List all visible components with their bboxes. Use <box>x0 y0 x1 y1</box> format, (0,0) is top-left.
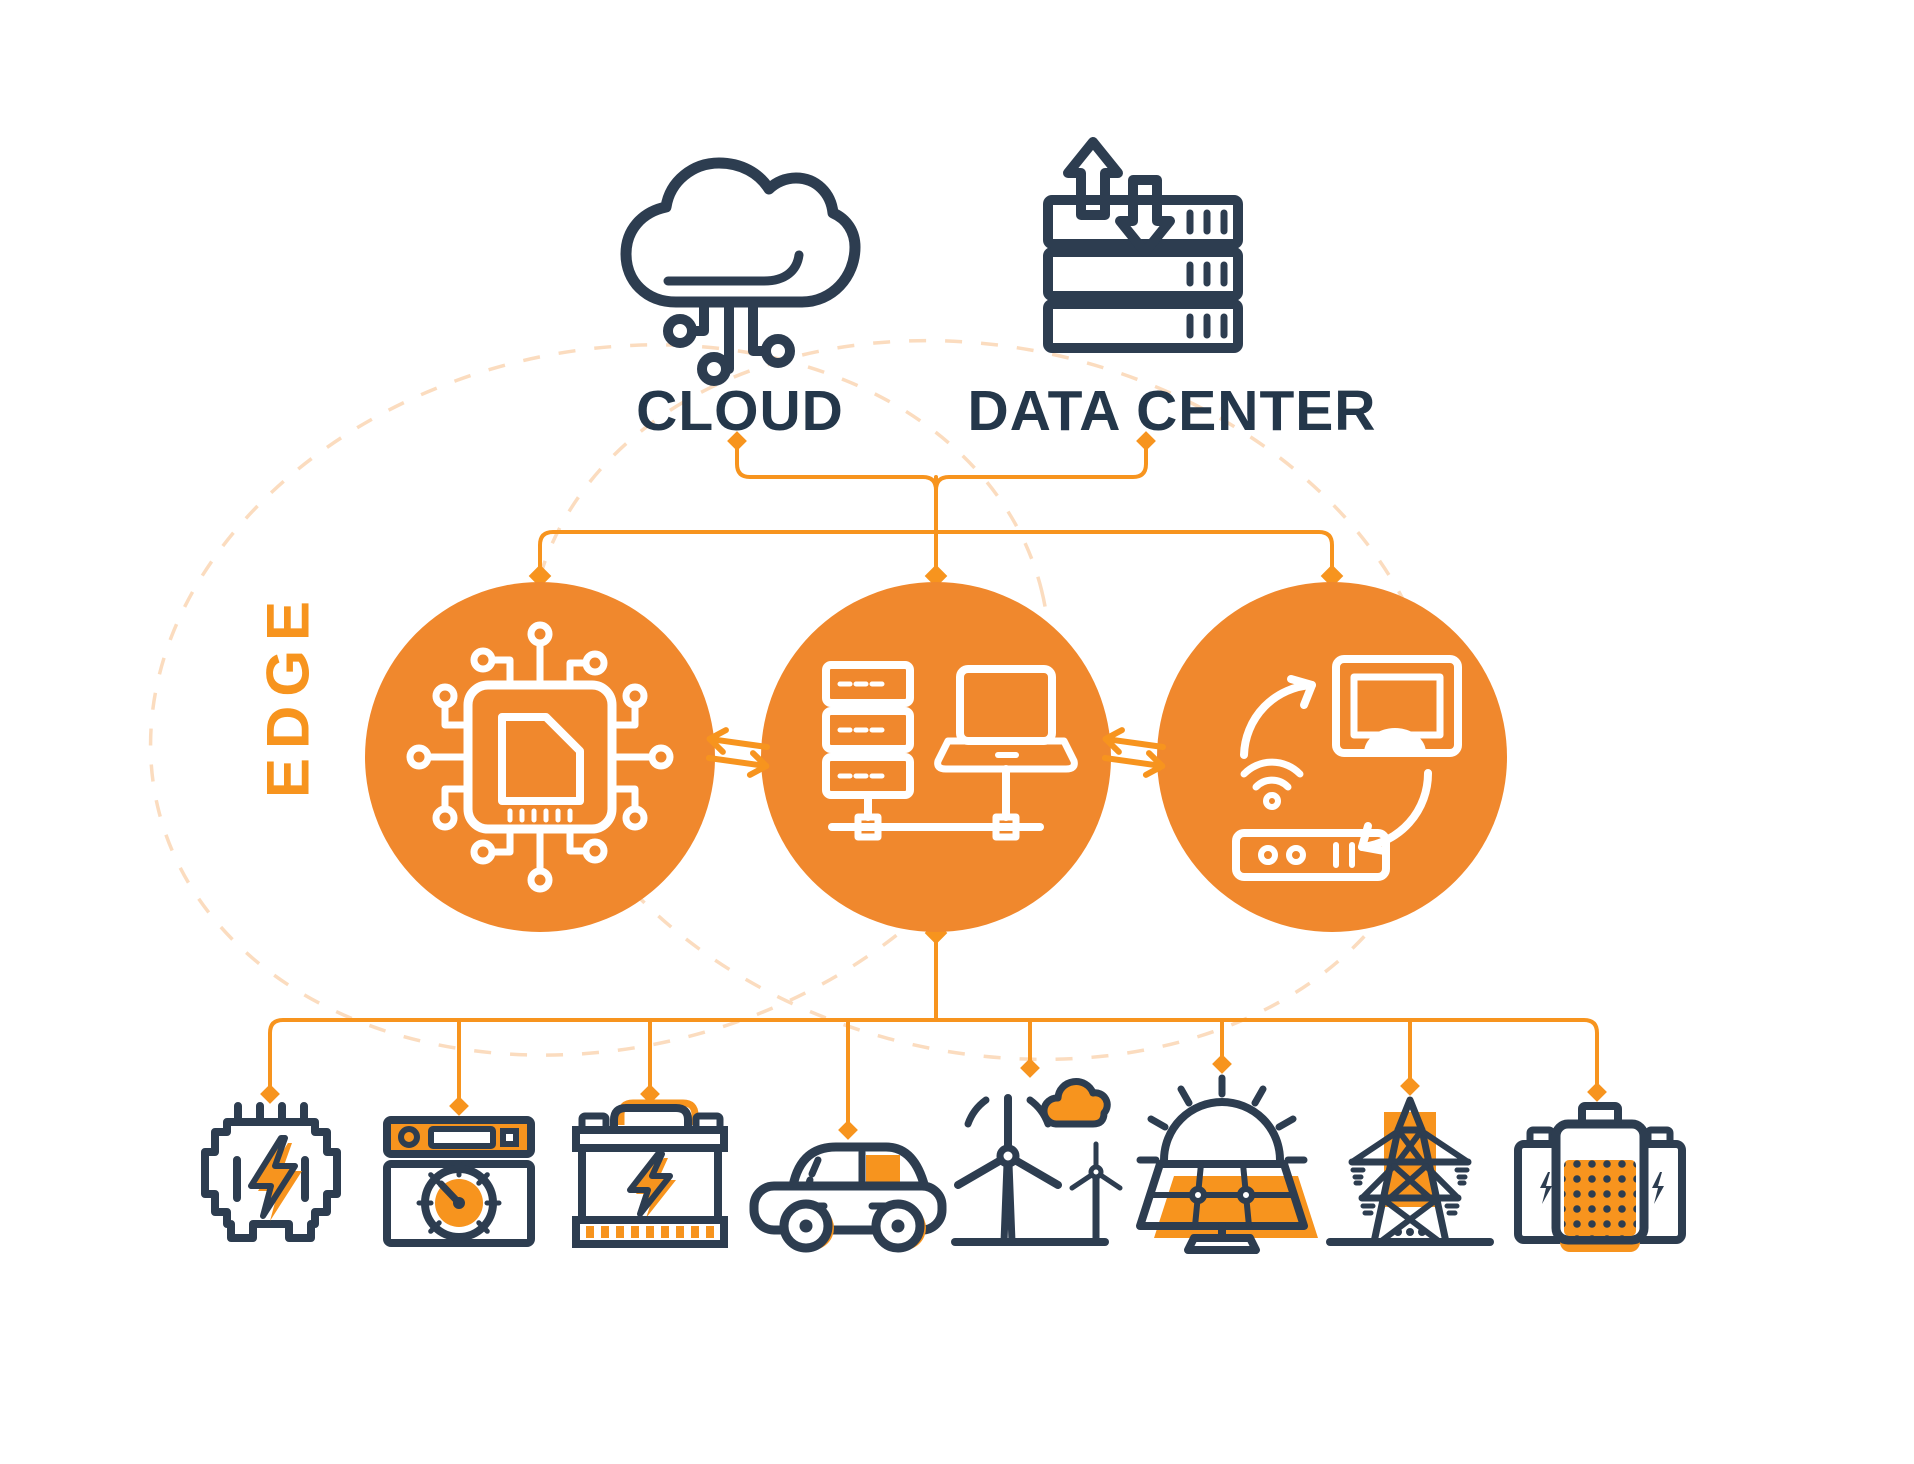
drop-diamond-2 <box>449 1096 469 1116</box>
edge-node-circle-3 <box>1157 582 1507 932</box>
edge-node-circle-1 <box>365 582 715 932</box>
cloud-label: CLOUD <box>636 379 844 443</box>
cloud-small-icon <box>1040 1078 1111 1128</box>
drop-diamond-3 <box>640 1084 660 1104</box>
solar-panel-icon <box>1136 1074 1318 1254</box>
edge-node-circle-2 <box>761 582 1111 932</box>
router-monitor-sync-icon <box>1232 655 1462 881</box>
electric-car-icon <box>749 1142 947 1253</box>
drop-diamond-7 <box>1400 1076 1420 1096</box>
transmission-tower-icon <box>1326 1096 1494 1246</box>
bidirectional-arrows-icon <box>705 727 770 778</box>
drop-diamond-8 <box>1587 1082 1607 1102</box>
wind-turbines-icon <box>951 1078 1123 1246</box>
upload-arrow-icon <box>1063 137 1123 220</box>
drop-diamond-6 <box>1212 1054 1232 1074</box>
drop-diamond-5 <box>1020 1058 1040 1078</box>
server-laptop-network-icon <box>822 661 1078 841</box>
car-battery-icon <box>572 1099 728 1248</box>
top-connectors <box>528 431 1344 588</box>
edge-label: EDGE <box>254 591 322 799</box>
electrical-panel-icon <box>201 1102 341 1242</box>
microchip-icon <box>406 621 674 893</box>
data-center-connector-diamond <box>1136 431 1156 451</box>
smart-meter-icon <box>383 1116 535 1247</box>
battery-pack-icon <box>1514 1102 1686 1252</box>
drop-diamond-1 <box>260 1084 280 1104</box>
data-center-label: DATA CENTER <box>967 379 1377 443</box>
bidirectional-arrows-icon <box>1101 727 1166 778</box>
cloud-circuit-icon <box>620 157 861 386</box>
drop-diamond-4 <box>838 1120 858 1140</box>
server-stack-arrows-icon <box>1043 137 1243 353</box>
download-arrow-icon <box>1115 175 1175 257</box>
